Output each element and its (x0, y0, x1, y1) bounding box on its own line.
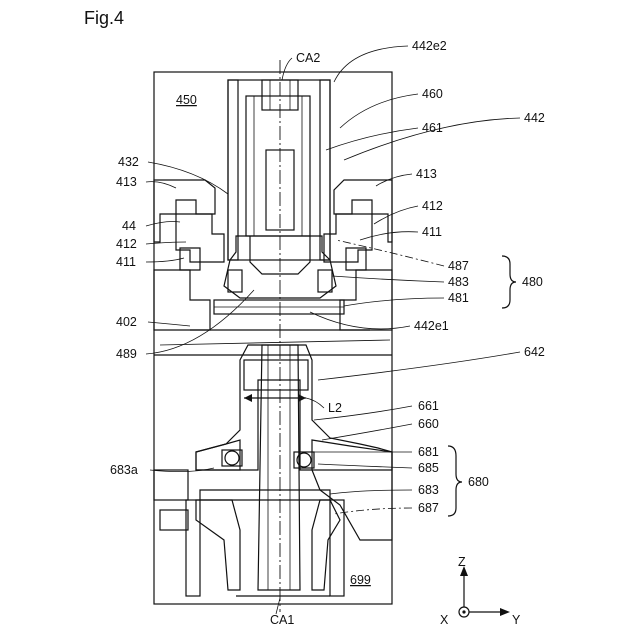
label-487: 487 (448, 259, 469, 273)
seal-681-left (225, 451, 239, 465)
inner-tube-461 (246, 96, 310, 236)
label-680: 680 (468, 475, 489, 489)
adapter-642 (196, 345, 392, 470)
figure-title: Fig.4 (84, 8, 124, 28)
label-411-left: 411 (116, 255, 136, 269)
label-683a: 683a (110, 463, 138, 477)
axis-label-x: X (440, 613, 449, 627)
left-bottom-foot (160, 510, 188, 530)
label-442e1: 442e1 (414, 319, 449, 333)
label-450: 450 (176, 93, 197, 107)
housing-wall-left (228, 80, 238, 260)
label-412-right: 412 (422, 199, 443, 213)
right-member-412 (324, 214, 372, 262)
figure-frame (154, 72, 392, 604)
label-442: 442 (524, 111, 545, 125)
label-461: 461 (422, 121, 443, 135)
label-ca2: CA2 (296, 51, 320, 65)
label-683: 683 (418, 483, 439, 497)
bracket-480 (502, 256, 516, 308)
inner-tube-wall-right (302, 96, 310, 236)
label-l2: L2 (328, 401, 342, 415)
bracket-680 (448, 446, 462, 516)
label-480: 480 (522, 275, 543, 289)
label-699: 699 (350, 573, 371, 587)
seal-483-left (228, 270, 242, 292)
label-460: 460 (422, 87, 443, 101)
axis-label-z: Z (458, 555, 466, 569)
label-432: 432 (118, 155, 139, 169)
label-413-right: 413 (416, 167, 437, 181)
label-483: 483 (448, 275, 469, 289)
label-687: 687 (418, 501, 439, 515)
label-642: 642 (524, 345, 545, 359)
housing-wall-right (320, 80, 330, 260)
left-lower-block-402 (154, 270, 210, 330)
inner-tube-wall-left (246, 96, 254, 236)
shaft-housing-460 (228, 80, 330, 260)
label-481: 481 (448, 291, 469, 305)
ring-683 (200, 490, 330, 500)
label-660: 660 (418, 417, 439, 431)
label-ca1: CA1 (270, 613, 294, 627)
label-661: 661 (418, 399, 439, 413)
label-685: 685 (418, 461, 439, 475)
left-bottom-block (154, 470, 188, 500)
label-411-right: 411 (422, 225, 442, 239)
right-housing-413 (334, 180, 392, 242)
label-681: 681 (418, 445, 439, 459)
left-housing-413 (154, 180, 215, 242)
label-442e2: 442e2 (412, 39, 447, 53)
axis-label-y: Y (512, 613, 521, 627)
right-member-411 (346, 248, 366, 270)
sleeve-687-left (196, 500, 240, 590)
coordinate-axes (459, 566, 510, 617)
label-489: 489 (116, 347, 137, 361)
label-412-left: 412 (116, 237, 137, 251)
label-402: 402 (116, 315, 137, 329)
label-44: 44 (122, 219, 136, 233)
seal-483-right (318, 270, 332, 292)
label-413-left: 413 (116, 175, 137, 189)
